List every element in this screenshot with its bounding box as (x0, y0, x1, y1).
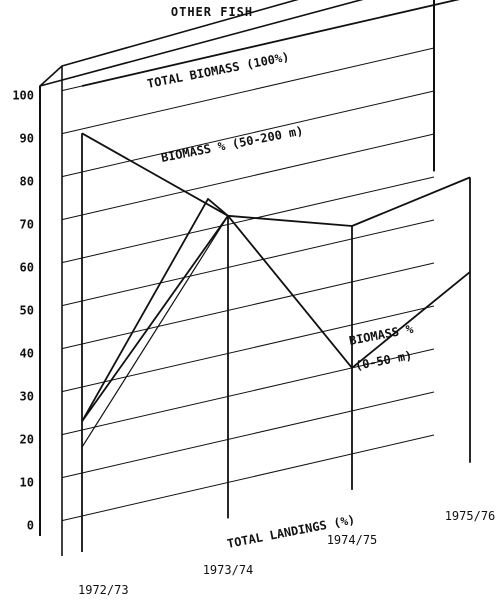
gridline (61, 434, 435, 522)
gridline (61, 262, 435, 350)
y-axis-ticks: 0 10 20 30 40 50 60 70 80 90 100 (12, 89, 34, 533)
chart-title: OTHER FISH (171, 5, 253, 19)
boundary-total-biomass (81, 0, 460, 87)
y-tick-label: 20 (20, 433, 34, 447)
series-boundaries (81, 0, 471, 448)
y-tick-label: 50 (20, 304, 34, 318)
category-label: 1975/76 (445, 509, 496, 523)
gridline (61, 133, 435, 221)
boundary-total-landings (81, 215, 471, 448)
series-label-biomass-0-50-line2: (0-50 m) (354, 348, 413, 373)
category-label: 1972/73 (78, 583, 129, 597)
y-tick-label: 30 (20, 390, 34, 404)
y-tick-label: 80 (20, 175, 34, 189)
series-label-biomass-50-200: BIOMASS % (50-200 m) (160, 124, 305, 165)
landings-peak-ridge (81, 198, 229, 422)
top-face (39, 0, 364, 87)
boundary-biomass-50-200 (81, 132, 471, 227)
category-label: 1973/74 (203, 563, 254, 577)
gridline (61, 305, 435, 393)
y-tick-label: 0 (27, 519, 34, 533)
y-tick-label: 10 (20, 476, 34, 490)
x-axis-categories: 1972/73 1973/74 1974/75 1975/76 (78, 509, 495, 597)
gridline (61, 219, 435, 307)
gridline (61, 176, 435, 264)
series-label-total-biomass: TOTAL BIOMASS (100%) (146, 50, 291, 91)
gridline (61, 90, 435, 178)
category-label: 1974/75 (327, 533, 378, 547)
gridline (61, 47, 435, 135)
biomass-back-walls (39, 0, 435, 556)
y-tick-label: 90 (20, 132, 34, 146)
gridline (61, 391, 435, 479)
gridlines (61, 4, 435, 522)
gridline (61, 348, 435, 436)
y-tick-label: 70 (20, 218, 34, 232)
y-tick-label: 60 (20, 261, 34, 275)
front-edges (81, 133, 471, 552)
y-tick-label: 100 (12, 89, 34, 103)
y-tick-label: 40 (20, 347, 34, 361)
